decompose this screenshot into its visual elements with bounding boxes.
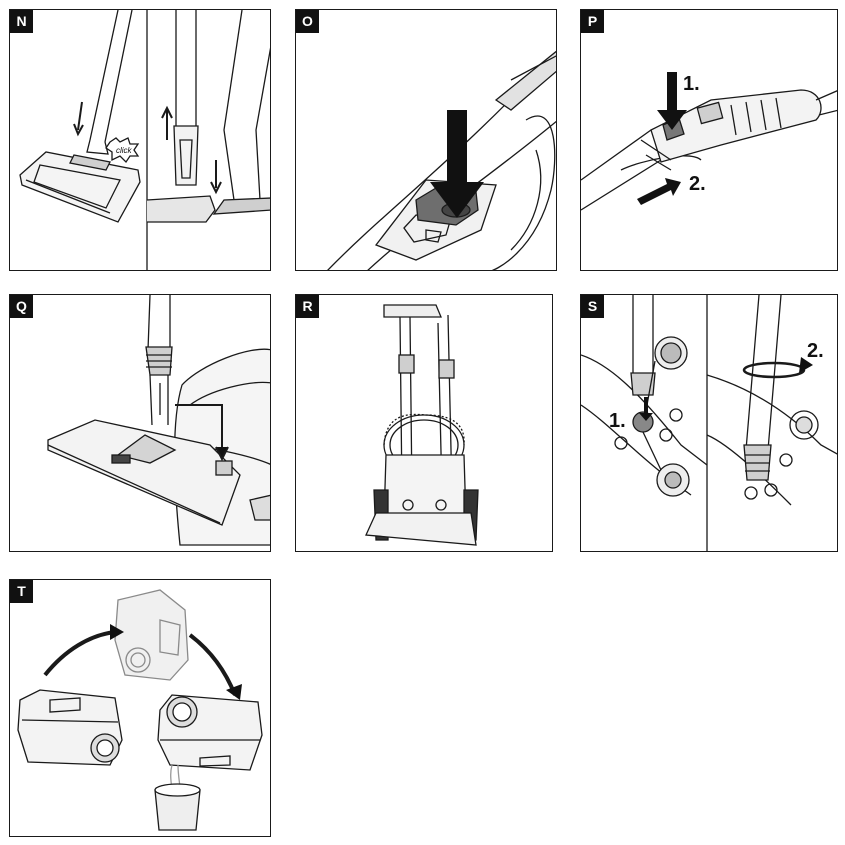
step-2-text: 2. [807, 340, 824, 362]
step-1-text: 1. [683, 73, 700, 95]
panel-s: S 1. [580, 294, 838, 552]
arrow-left-icon [637, 178, 681, 205]
panel-o: O [295, 9, 557, 271]
click-text: click [116, 146, 133, 155]
arrow-right-icon [110, 624, 124, 640]
arrow-down-icon [639, 397, 653, 421]
panel-s-label: S [581, 295, 604, 318]
panel-t-label: T [10, 580, 33, 603]
arrow-down-icon [226, 684, 242, 700]
panel-t: T [9, 579, 271, 837]
panel-q-label: Q [10, 295, 33, 318]
step-1-text: 1. [609, 410, 626, 432]
panel-p: P 1. 2. [580, 9, 838, 271]
panel-p-label: P [581, 10, 604, 33]
illustration-floor-parking [47, 295, 270, 546]
illustration-hose-release: 1. 2. [581, 72, 837, 211]
arrow-down-icon [430, 110, 484, 218]
rotate-arrow-icon [799, 357, 813, 373]
illustration-storage [365, 304, 479, 546]
panel-n-label: N [10, 10, 33, 33]
step-2-text: 2. [689, 173, 706, 195]
arrow-down-icon [657, 72, 687, 130]
panel-r: R [295, 294, 553, 552]
panel-r-label: R [296, 295, 319, 318]
illustration-handle-release [327, 50, 556, 270]
panel-n: N [9, 9, 271, 271]
illustration-empty-tank [17, 589, 263, 831]
panel-q: Q [9, 294, 271, 552]
illustration-mop-attach: click [19, 10, 270, 270]
illustration-tube-lock: 1. 2. [581, 295, 837, 551]
panel-o-label: O [296, 10, 319, 33]
